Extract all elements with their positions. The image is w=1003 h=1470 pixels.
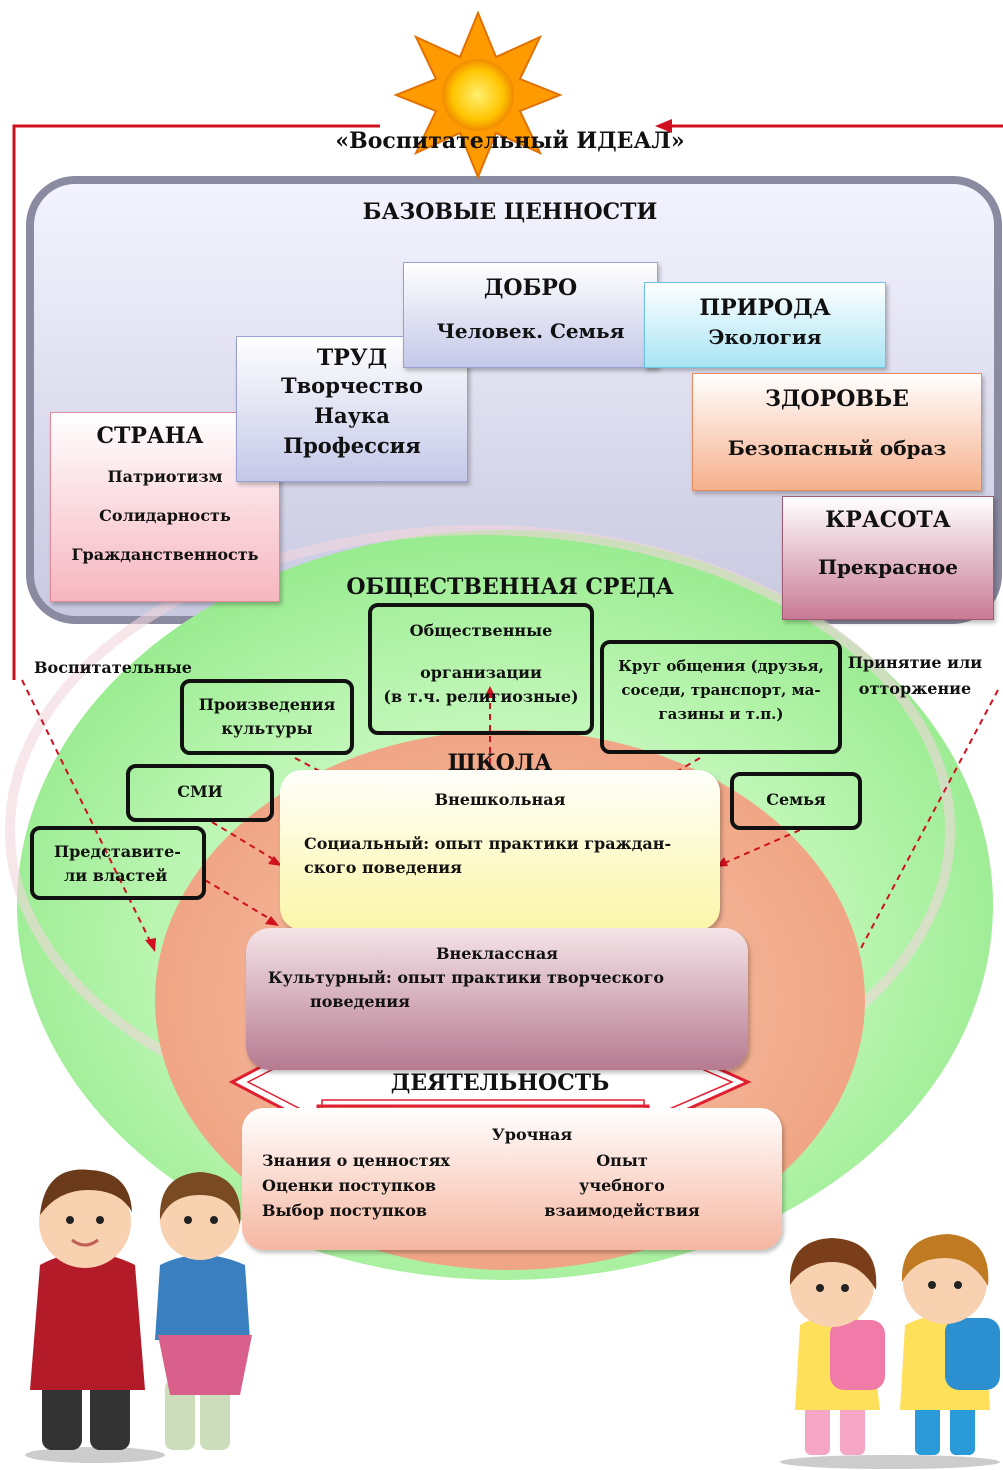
orgs-l1: Общественные	[409, 621, 553, 640]
zdorovie-box: ЗДОРОВЬЕ Безопасный образ	[692, 373, 982, 491]
kultura-l1: Произведения	[198, 695, 336, 714]
vneklassnaya-title: Внеклассная	[436, 944, 558, 963]
zdorovie-title: ЗДОРОВЬЕ	[765, 386, 909, 412]
vneshkolnaya-box: Внешкольная Социальный: опыт практики гр…	[280, 770, 720, 930]
krasota-title: КРАСОТА	[825, 507, 951, 533]
trud-title: ТРУД	[316, 345, 388, 371]
page-title: «Воспитательный ИДЕАЛ»	[335, 128, 685, 154]
vneshkolnaya-title: Внешкольная	[434, 790, 566, 809]
sun-icon	[393, 10, 563, 180]
krug-l2: соседи, транспорт, ма-	[621, 681, 821, 699]
urochnaya-left: Знания о ценностях Оценки поступков Выбо…	[262, 1148, 450, 1223]
krug-l1: Круг общения (друзья,	[618, 657, 824, 675]
priroda-box: ПРИРОДА Экология	[644, 282, 886, 368]
vlast-l2: ли властей	[64, 866, 168, 885]
kultura-box: Произведения культуры	[180, 679, 354, 755]
social-heading: ОБЩЕСТВЕННАЯ СРЕДА	[346, 574, 674, 600]
orgs-l3: (в т.ч. религиозные)	[383, 687, 579, 706]
vlast-l1: Представите-	[54, 842, 181, 861]
semya-box: Семья	[730, 772, 862, 830]
krug-l3: газины и т.п.)	[658, 705, 784, 723]
krasota-box: КРАСОТА Прекрасное	[782, 496, 994, 620]
vneklassnaya-l1: Культурный: опыт практики творческого	[268, 968, 665, 987]
urochnaya-title: Урочная	[491, 1125, 573, 1144]
urochnaya-left3: Выбор поступков	[262, 1201, 427, 1220]
urochnaya-right1: Опыт	[596, 1151, 648, 1170]
vospitatelnye-label: Воспитательные	[34, 658, 192, 677]
dobro-box: ДОБРО Человек. Семья	[403, 262, 658, 368]
activity-label: ДЕЯТЕЛЬНОСТЬ	[390, 1070, 610, 1096]
strana-l3: Гражданственность	[71, 545, 259, 564]
trud-l1: Творчество	[280, 373, 424, 398]
orgs-l2: организации	[420, 663, 542, 682]
dobro-sub: Человек. Семья	[436, 319, 625, 343]
vlast-box: Представите- ли властей	[30, 826, 206, 900]
urochnaya-left2: Оценки поступков	[262, 1176, 436, 1195]
strana-l1: Патриотизм	[107, 467, 223, 486]
left-feedback-line	[12, 124, 380, 680]
adults-illustration	[25, 1169, 252, 1463]
right-feedback-arrowhead	[655, 119, 672, 133]
urochnaya-left1: Знания о ценностях	[262, 1151, 450, 1170]
kultura-l2: культуры	[221, 719, 313, 738]
krasota-sub: Прекрасное	[818, 555, 958, 579]
priroda-title: ПРИРОДА	[699, 295, 831, 321]
priroda-sub: Экология	[708, 325, 822, 349]
children-illustration	[780, 1234, 1000, 1469]
prinyatie-l1: Принятие или	[847, 653, 983, 672]
krug-box: Круг общения (друзья, соседи, транспорт,…	[600, 640, 842, 754]
vneklassnaya-box: Внеклассная Культурный: опыт практики тв…	[246, 928, 748, 1070]
urochnaya-right2: учебного	[579, 1176, 665, 1195]
strana-l2: Солидарность	[99, 506, 231, 525]
strana-title: СТРАНА	[96, 423, 204, 449]
urochnaya-right3: взаимодействия	[544, 1201, 700, 1220]
vneshkolnaya-l2: ского поведения	[304, 858, 462, 877]
smi-box: СМИ	[126, 764, 274, 822]
trud-l2: Наука	[314, 403, 390, 428]
prinyatie-label: Принятие или отторжение	[840, 650, 990, 702]
orgs-box: Общественные организации (в т.ч. религио…	[368, 603, 594, 735]
urochnaya-right: Опыт учебного взаимодействия	[542, 1148, 702, 1223]
vneshkolnaya-l1: Социальный: опыт практики граждан-	[304, 834, 672, 853]
dobro-title: ДОБРО	[483, 275, 578, 301]
urochnaya-box: Урочная Знания о ценностях Оценки поступ…	[242, 1108, 782, 1250]
vneklassnaya-l2: поведения	[310, 992, 410, 1011]
base-values-heading: БАЗОВЫЕ ЦЕННОСТИ	[362, 199, 658, 225]
zdorovie-sub: Безопасный образ	[727, 436, 947, 460]
prinyatie-l2: отторжение	[858, 679, 972, 698]
trud-l3: Профессия	[283, 433, 421, 458]
